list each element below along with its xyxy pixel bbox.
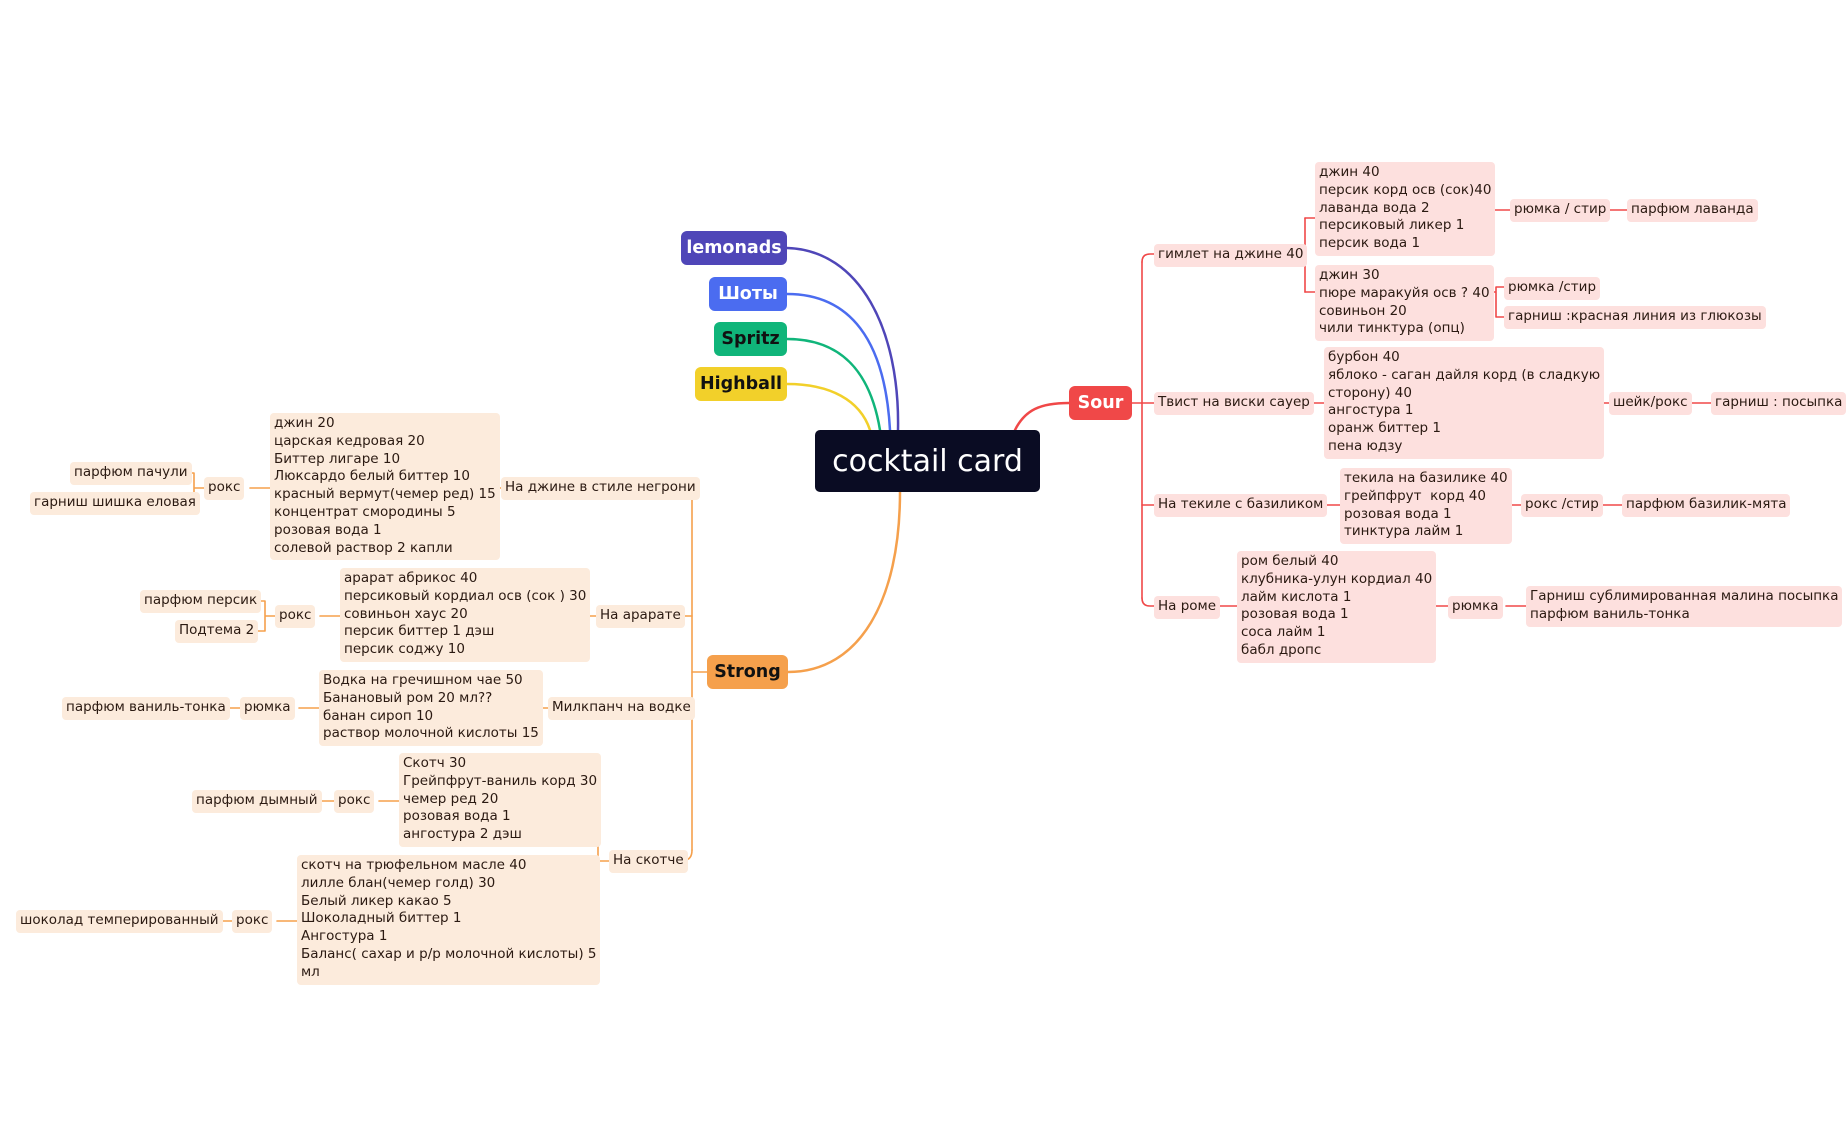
category-spritz[interactable]: Spritz <box>714 322 787 356</box>
sour-gimlet-garnish-2[interactable]: гарниш :красная линия из глюкозы <box>1504 306 1766 329</box>
strong-scotch-topic[interactable]: На скотче <box>609 850 688 873</box>
strong-scotch-garnish-2[interactable]: шоколад темперированный <box>16 910 223 933</box>
strong-milkpunch-topic[interactable]: Милкпанч на водке <box>548 697 695 720</box>
sour-gimlet-topic[interactable]: гимлет на джине 40 <box>1154 244 1308 267</box>
sour-tequila-garnish[interactable]: парфюм базилик-мята <box>1622 494 1791 517</box>
ararat-fork <box>254 600 276 632</box>
strong-negroni-recipe[interactable]: джин 20 царская кедровая 20 Биттер лигар… <box>270 413 500 561</box>
strong-ararat-topic[interactable]: На арарате <box>596 605 685 628</box>
connector-spritz <box>785 337 882 432</box>
category-sour[interactable]: Sour <box>1069 386 1132 420</box>
sour-whisky-garnish[interactable]: гарниш : посыпка <box>1711 392 1847 415</box>
strong-negroni-topic[interactable]: На джине в стиле негрони <box>501 477 700 500</box>
strong-scotch-recipe-2[interactable]: скотч на трюфельном масле 40 лилле блан(… <box>297 855 601 985</box>
sour-rum-garnish[interactable]: Гарниш сублимированная малина посыпка па… <box>1526 586 1843 627</box>
sour-trunk-bottom <box>1141 597 1155 607</box>
strong-milkpunch-garnish[interactable]: парфюм ваниль-тонка <box>62 697 230 720</box>
negroni-fork <box>185 472 205 504</box>
connector-shoty <box>785 292 892 432</box>
connector-sour <box>1013 401 1071 432</box>
category-highball[interactable]: Highball <box>695 367 787 401</box>
sour-whisky-topic[interactable]: Твист на виски сауер <box>1154 392 1314 415</box>
category-shoty[interactable]: Шоты <box>709 277 787 311</box>
strong-negroni-serve[interactable]: рокс <box>204 477 245 500</box>
strong-scotch-recipe-1[interactable]: Скотч 30 Грейпфрут-ваниль корд 30 чемер … <box>399 753 602 847</box>
sour-tequila-topic[interactable]: На текиле с базиликом <box>1154 494 1328 517</box>
strong-negroni-garnish-1[interactable]: парфюм пачули <box>70 462 192 485</box>
sour-tequila-recipe[interactable]: текила на базилике 40 грейпфрут корд 40 … <box>1340 468 1512 545</box>
strong-scotch-garnish-1[interactable]: парфюм дымный <box>192 790 322 813</box>
sour-gimlet-garnish-1[interactable]: парфюм лаванда <box>1627 199 1758 222</box>
category-strong[interactable]: Strong <box>707 655 788 689</box>
sour-rum-recipe[interactable]: ром белый 40 клубника-улун кордиал 40 ла… <box>1237 551 1437 663</box>
strong-negroni-garnish-2[interactable]: гарниш шишка еловая <box>30 492 200 515</box>
strong-ararat-recipe[interactable]: арарат абрикос 40 персиковый кордиал осв… <box>340 568 591 662</box>
strong-milkpunch-serve[interactable]: рюмка <box>240 697 295 720</box>
sour-gimlet-serve-2[interactable]: рюмка /стир <box>1504 277 1601 300</box>
root-node[interactable]: cocktail card <box>815 430 1040 492</box>
sour-rum-topic[interactable]: На роме <box>1154 596 1221 619</box>
connector-highball <box>785 382 872 432</box>
category-lemonads[interactable]: lemonads <box>681 231 787 265</box>
strong-ararat-serve[interactable]: рокс <box>275 605 316 628</box>
strong-ararat-garnish-2[interactable]: Подтема 2 <box>175 620 259 643</box>
sour-gimlet-recipe-2[interactable]: джин 30 пюре маракуйя осв ? 40 совиньон … <box>1315 265 1494 342</box>
sour-whisky-recipe[interactable]: бурбон 40 яблоко - саган дайля корд (в с… <box>1324 347 1605 459</box>
sour-gimlet-serve-1[interactable]: рюмка / стир <box>1510 199 1611 222</box>
strong-ararat-garnish-1[interactable]: парфюм персик <box>140 590 262 613</box>
strong-scotch-serve-2[interactable]: рокс <box>232 910 273 933</box>
sour-rum-serve[interactable]: рюмка <box>1448 596 1503 619</box>
sour-gimlet-recipe-1[interactable]: джин 40 персик корд осв (сок)40 лаванда … <box>1315 162 1496 256</box>
connector-strong <box>786 490 902 674</box>
sour-tequila-serve[interactable]: рокс /стир <box>1521 494 1603 517</box>
strong-milkpunch-recipe[interactable]: Водка на гречишном чае 50 Банановый ром … <box>319 670 543 747</box>
sour-trunk-top <box>1141 253 1155 263</box>
connector-lemonads <box>785 246 900 432</box>
sour-whisky-serve[interactable]: шейк/рокс <box>1609 392 1692 415</box>
strong-scotch-serve-1[interactable]: рокс <box>334 790 375 813</box>
